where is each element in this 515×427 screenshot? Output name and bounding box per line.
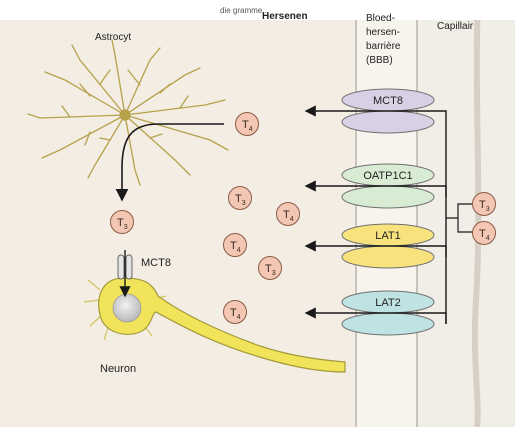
bbb-label-line-2: hersen- xyxy=(366,27,400,38)
hormone-t4-8: T4 xyxy=(473,222,496,245)
capillary-region xyxy=(417,0,515,427)
hormone-t3-5: T3 xyxy=(259,257,282,280)
transporter-label-mct8: MCT8 xyxy=(373,95,403,107)
capillary-label: Capillair xyxy=(437,21,474,32)
transporter-label-lat2: LAT2 xyxy=(375,297,400,309)
bbb-label-line-1: Bloed- xyxy=(366,13,395,24)
neuron-label: Neuron xyxy=(100,363,136,375)
hormone-t3-7: T3 xyxy=(473,193,496,216)
hormone-t4-6: T4 xyxy=(224,301,247,324)
hormone-t3-2: T3 xyxy=(229,187,252,210)
neuron-mct8-label: MCT8 xyxy=(141,257,171,269)
neuron-nucleus xyxy=(113,294,141,322)
brain-label: Hersenen xyxy=(262,11,308,22)
transporter-label-lat1: LAT1 xyxy=(375,230,400,242)
bbb-label-line-3: barrière xyxy=(366,41,401,52)
hormone-t4-0: T4 xyxy=(236,113,259,136)
transporter-label-oatp1c1: OATP1C1 xyxy=(363,170,412,182)
hormone-t4-3: T4 xyxy=(277,203,300,226)
astrocyte-label: Astrocyt xyxy=(95,32,131,43)
bbb-label-line-4: (BBB) xyxy=(366,55,393,66)
hormone-t4-4: T4 xyxy=(224,234,247,257)
hormone-t3-1: T3 xyxy=(111,211,134,234)
